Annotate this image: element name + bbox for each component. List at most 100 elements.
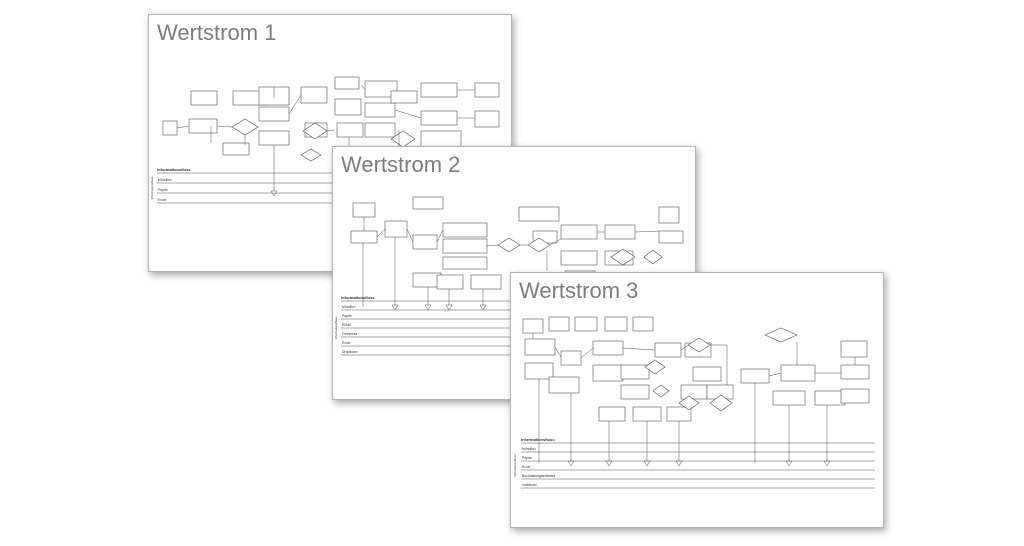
process-box xyxy=(840,388,870,404)
process-box xyxy=(364,122,396,138)
process-box xyxy=(474,110,500,128)
process-box xyxy=(780,364,816,382)
process-box xyxy=(524,338,556,356)
process-box xyxy=(412,196,444,210)
process-box xyxy=(470,274,502,290)
decision-diamond xyxy=(709,394,733,412)
decision-diamond xyxy=(764,327,798,343)
flow-arrow-marker xyxy=(823,460,831,467)
process-box xyxy=(814,390,846,406)
lane-label: Papier xyxy=(522,456,533,460)
lane-label: Freepress xyxy=(342,332,358,336)
process-box xyxy=(436,274,464,290)
connector-line xyxy=(554,346,562,358)
process-box xyxy=(548,376,580,394)
process-box xyxy=(740,368,770,384)
process-box xyxy=(300,86,328,104)
decision-diamond xyxy=(687,337,711,353)
process-box xyxy=(442,238,488,254)
lane-label: Papier xyxy=(342,314,353,318)
lane-label: Mündlich xyxy=(158,178,172,182)
lane-label: Buchhaltungssoftware xyxy=(522,474,555,478)
flow-arrow-marker xyxy=(445,304,453,311)
process-box xyxy=(336,122,364,138)
process-box xyxy=(632,316,654,332)
lane-label: Excel xyxy=(158,198,167,202)
process-box xyxy=(384,220,408,238)
slide-title: Wertstrom 3 xyxy=(519,278,639,303)
flow-arrow-marker xyxy=(643,460,651,467)
connector-line xyxy=(360,84,366,90)
process-box xyxy=(352,202,376,218)
process-box xyxy=(474,82,500,98)
process-box xyxy=(442,222,488,238)
flow-arrow-marker xyxy=(391,304,399,311)
flow-arrow-marker xyxy=(785,460,793,467)
info-header: Informationsfluss xyxy=(341,295,375,300)
process-box xyxy=(598,406,626,422)
lane-label: Excel xyxy=(522,465,531,469)
connector-line xyxy=(376,228,386,238)
process-box xyxy=(654,342,682,358)
side-label: Informationsfluss xyxy=(513,454,517,477)
process-box xyxy=(620,384,650,400)
decision-diamond xyxy=(527,237,551,253)
process-box xyxy=(390,90,418,104)
lane-label: Mündlich xyxy=(342,305,356,309)
process-box xyxy=(604,316,628,332)
process-box xyxy=(524,362,554,380)
process-box xyxy=(442,256,488,270)
flow-arrow-marker xyxy=(605,460,613,467)
process-box xyxy=(560,250,598,266)
process-box xyxy=(522,318,544,334)
lane-label: Papier xyxy=(158,188,169,192)
process-box xyxy=(412,234,438,250)
connector-line xyxy=(634,230,660,233)
connector-line xyxy=(394,109,422,119)
lane-label: Mündlich xyxy=(522,447,536,451)
decision-diamond xyxy=(302,122,328,140)
flow-arrow-marker xyxy=(567,460,575,467)
decision-diamond xyxy=(497,237,521,253)
process-box xyxy=(222,142,250,156)
process-box xyxy=(574,316,598,332)
process-box xyxy=(190,90,218,106)
process-box xyxy=(658,230,684,244)
process-box xyxy=(548,316,570,332)
process-box xyxy=(592,340,624,356)
connector-line xyxy=(436,229,444,243)
process-box xyxy=(620,364,650,380)
connector-line xyxy=(680,344,689,351)
slide-title: Wertstrom 2 xyxy=(341,152,461,177)
info-header: Informationsfluss xyxy=(521,437,555,442)
process-box xyxy=(632,406,662,422)
decision-diamond xyxy=(678,395,700,411)
process-box xyxy=(258,130,290,146)
process-box xyxy=(680,384,708,400)
connector-line xyxy=(549,238,562,246)
process-box xyxy=(658,206,680,224)
lane-label: Volldienst xyxy=(522,483,537,487)
decision-diamond xyxy=(231,118,259,136)
connector-line xyxy=(622,347,656,351)
connector-line xyxy=(176,125,190,129)
connector-line xyxy=(580,347,594,359)
lane-label: Dropdown xyxy=(342,350,358,354)
process-box xyxy=(258,106,290,122)
flow-arrow-marker xyxy=(270,190,278,197)
process-box xyxy=(592,364,624,382)
process-box xyxy=(518,206,560,222)
decision-diamond xyxy=(643,249,663,265)
connector-line xyxy=(768,372,782,377)
process-box xyxy=(188,118,218,134)
process-box xyxy=(420,130,462,148)
decision-diamond xyxy=(644,359,666,375)
flow-arrow-marker xyxy=(675,460,683,467)
connector-line xyxy=(406,228,414,243)
flow-arrow-marker xyxy=(424,304,432,311)
flowchart-3: InformationsflussInformationsflussMündli… xyxy=(513,316,875,489)
process-box xyxy=(350,230,378,244)
connector-line xyxy=(216,125,233,128)
